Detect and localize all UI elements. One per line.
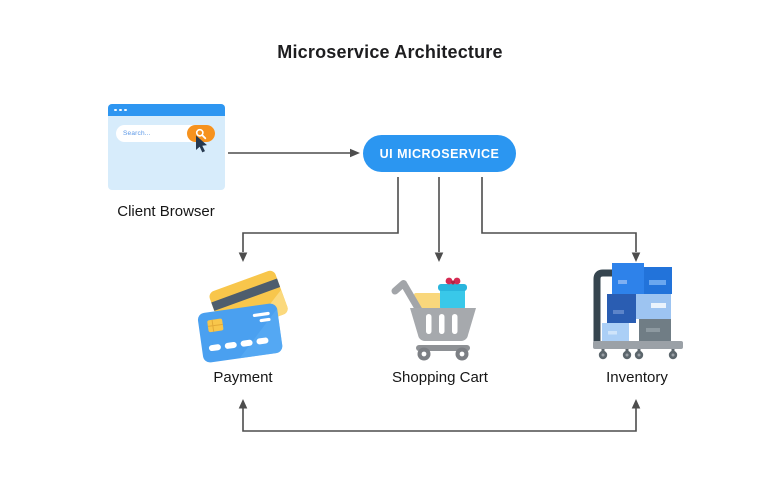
hand-truck-icon <box>593 263 683 360</box>
search-placeholder: Search... <box>123 130 151 137</box>
cursor-icon <box>196 135 207 153</box>
window-dot-icon <box>114 108 117 112</box>
search-button <box>187 125 215 142</box>
shopping-cart-label: Shopping Cart <box>392 369 488 386</box>
browser-titlebar <box>108 104 225 116</box>
page-title: Microservice Architecture <box>277 42 503 62</box>
inventory-label: Inventory <box>606 369 668 386</box>
arrow-payment-inventory-link <box>238 399 641 432</box>
search-icon <box>195 128 207 139</box>
payment-label: Payment <box>213 369 273 386</box>
ui-microservice-label: UI MICROSERVICE <box>379 146 500 161</box>
arrow-ui-to-cart <box>434 177 444 262</box>
credit-cards-icon <box>197 270 288 363</box>
ui-microservice-node: UI MICROSERVICE <box>363 135 516 172</box>
client-browser-label: Client Browser <box>117 203 215 220</box>
window-dot-icon <box>119 108 122 112</box>
search-input: Search... <box>116 125 215 142</box>
arrow-browser-to-ui <box>228 148 360 158</box>
arrow-ui-to-payment <box>238 177 399 262</box>
shopping-cart-icon <box>391 277 476 361</box>
window-dot-icon <box>124 108 127 112</box>
client-browser-illustration: Search... <box>108 104 225 190</box>
arrow-ui-to-inventory <box>481 177 641 262</box>
